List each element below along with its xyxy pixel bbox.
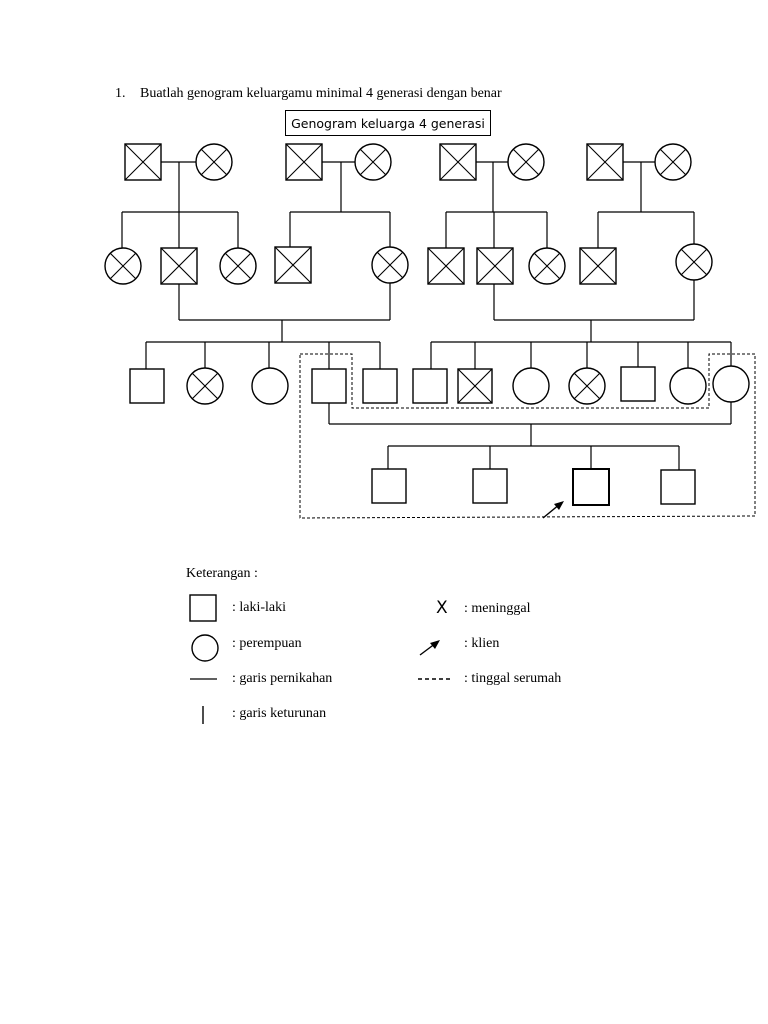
- male-person: [472, 468, 508, 504]
- legend-descent-label: : garis keturunan: [232, 706, 327, 721]
- male-person: [457, 368, 493, 404]
- client-arrow-icon: [542, 501, 564, 519]
- male-person: [285, 143, 323, 181]
- female-person: [675, 243, 713, 281]
- cohabit-lines: [299, 353, 756, 519]
- male-person: [129, 368, 165, 404]
- legend-heading: Keterangan :: [186, 566, 258, 581]
- legend-deceased-label: : meninggal: [464, 601, 531, 616]
- female-person: [507, 143, 545, 181]
- legend-deceased-symbol: X: [436, 598, 448, 618]
- male-person: [311, 368, 347, 404]
- female-person: [219, 247, 257, 285]
- male-person: [476, 247, 514, 285]
- genogram-lines: [121, 161, 732, 470]
- legend-female-label: : perempuan: [232, 636, 302, 651]
- male-person: [412, 368, 448, 404]
- instruction: 1. Buatlah genogram keluargamu minimal 4 …: [115, 86, 502, 102]
- male-person: [371, 468, 407, 504]
- legend-male-label: : laki-laki: [232, 600, 287, 615]
- legend-male-icon: [189, 594, 217, 622]
- legend-symbols: [189, 594, 450, 724]
- male-person: [124, 143, 162, 181]
- client-person: [572, 468, 610, 506]
- instruction-number: 1.: [115, 86, 126, 101]
- female-person: [354, 143, 392, 181]
- genogram-title: Genogram keluarga 4 generasi: [285, 110, 491, 136]
- legend-client-arrow-icon: [419, 640, 440, 656]
- female-person: [371, 246, 409, 284]
- female-person: [528, 247, 566, 285]
- genogram-symbols: [104, 143, 750, 519]
- male-person: [160, 247, 198, 285]
- female-person: [512, 367, 550, 405]
- female-person: [195, 143, 233, 181]
- female-person: [712, 365, 750, 403]
- male-person: [274, 246, 312, 284]
- male-person: [579, 247, 617, 285]
- female-person: [669, 367, 707, 405]
- male-person: [660, 469, 696, 505]
- legend-female-icon: [191, 634, 219, 662]
- male-person: [362, 368, 398, 404]
- male-person: [439, 143, 477, 181]
- legend-client-label: : klien: [464, 636, 500, 651]
- female-person: [104, 247, 142, 285]
- male-person: [586, 143, 624, 181]
- legend-marriage-label: : garis pernikahan: [232, 671, 333, 686]
- legend-cohabit-label: : tinggal serumah: [464, 671, 562, 686]
- female-person: [568, 367, 606, 405]
- female-person: [251, 367, 289, 405]
- male-person: [427, 247, 465, 285]
- male-person: [620, 366, 656, 402]
- female-person: [654, 143, 692, 181]
- instruction-text: Buatlah genogram keluargamu minimal 4 ge…: [140, 86, 502, 101]
- female-person: [186, 367, 224, 405]
